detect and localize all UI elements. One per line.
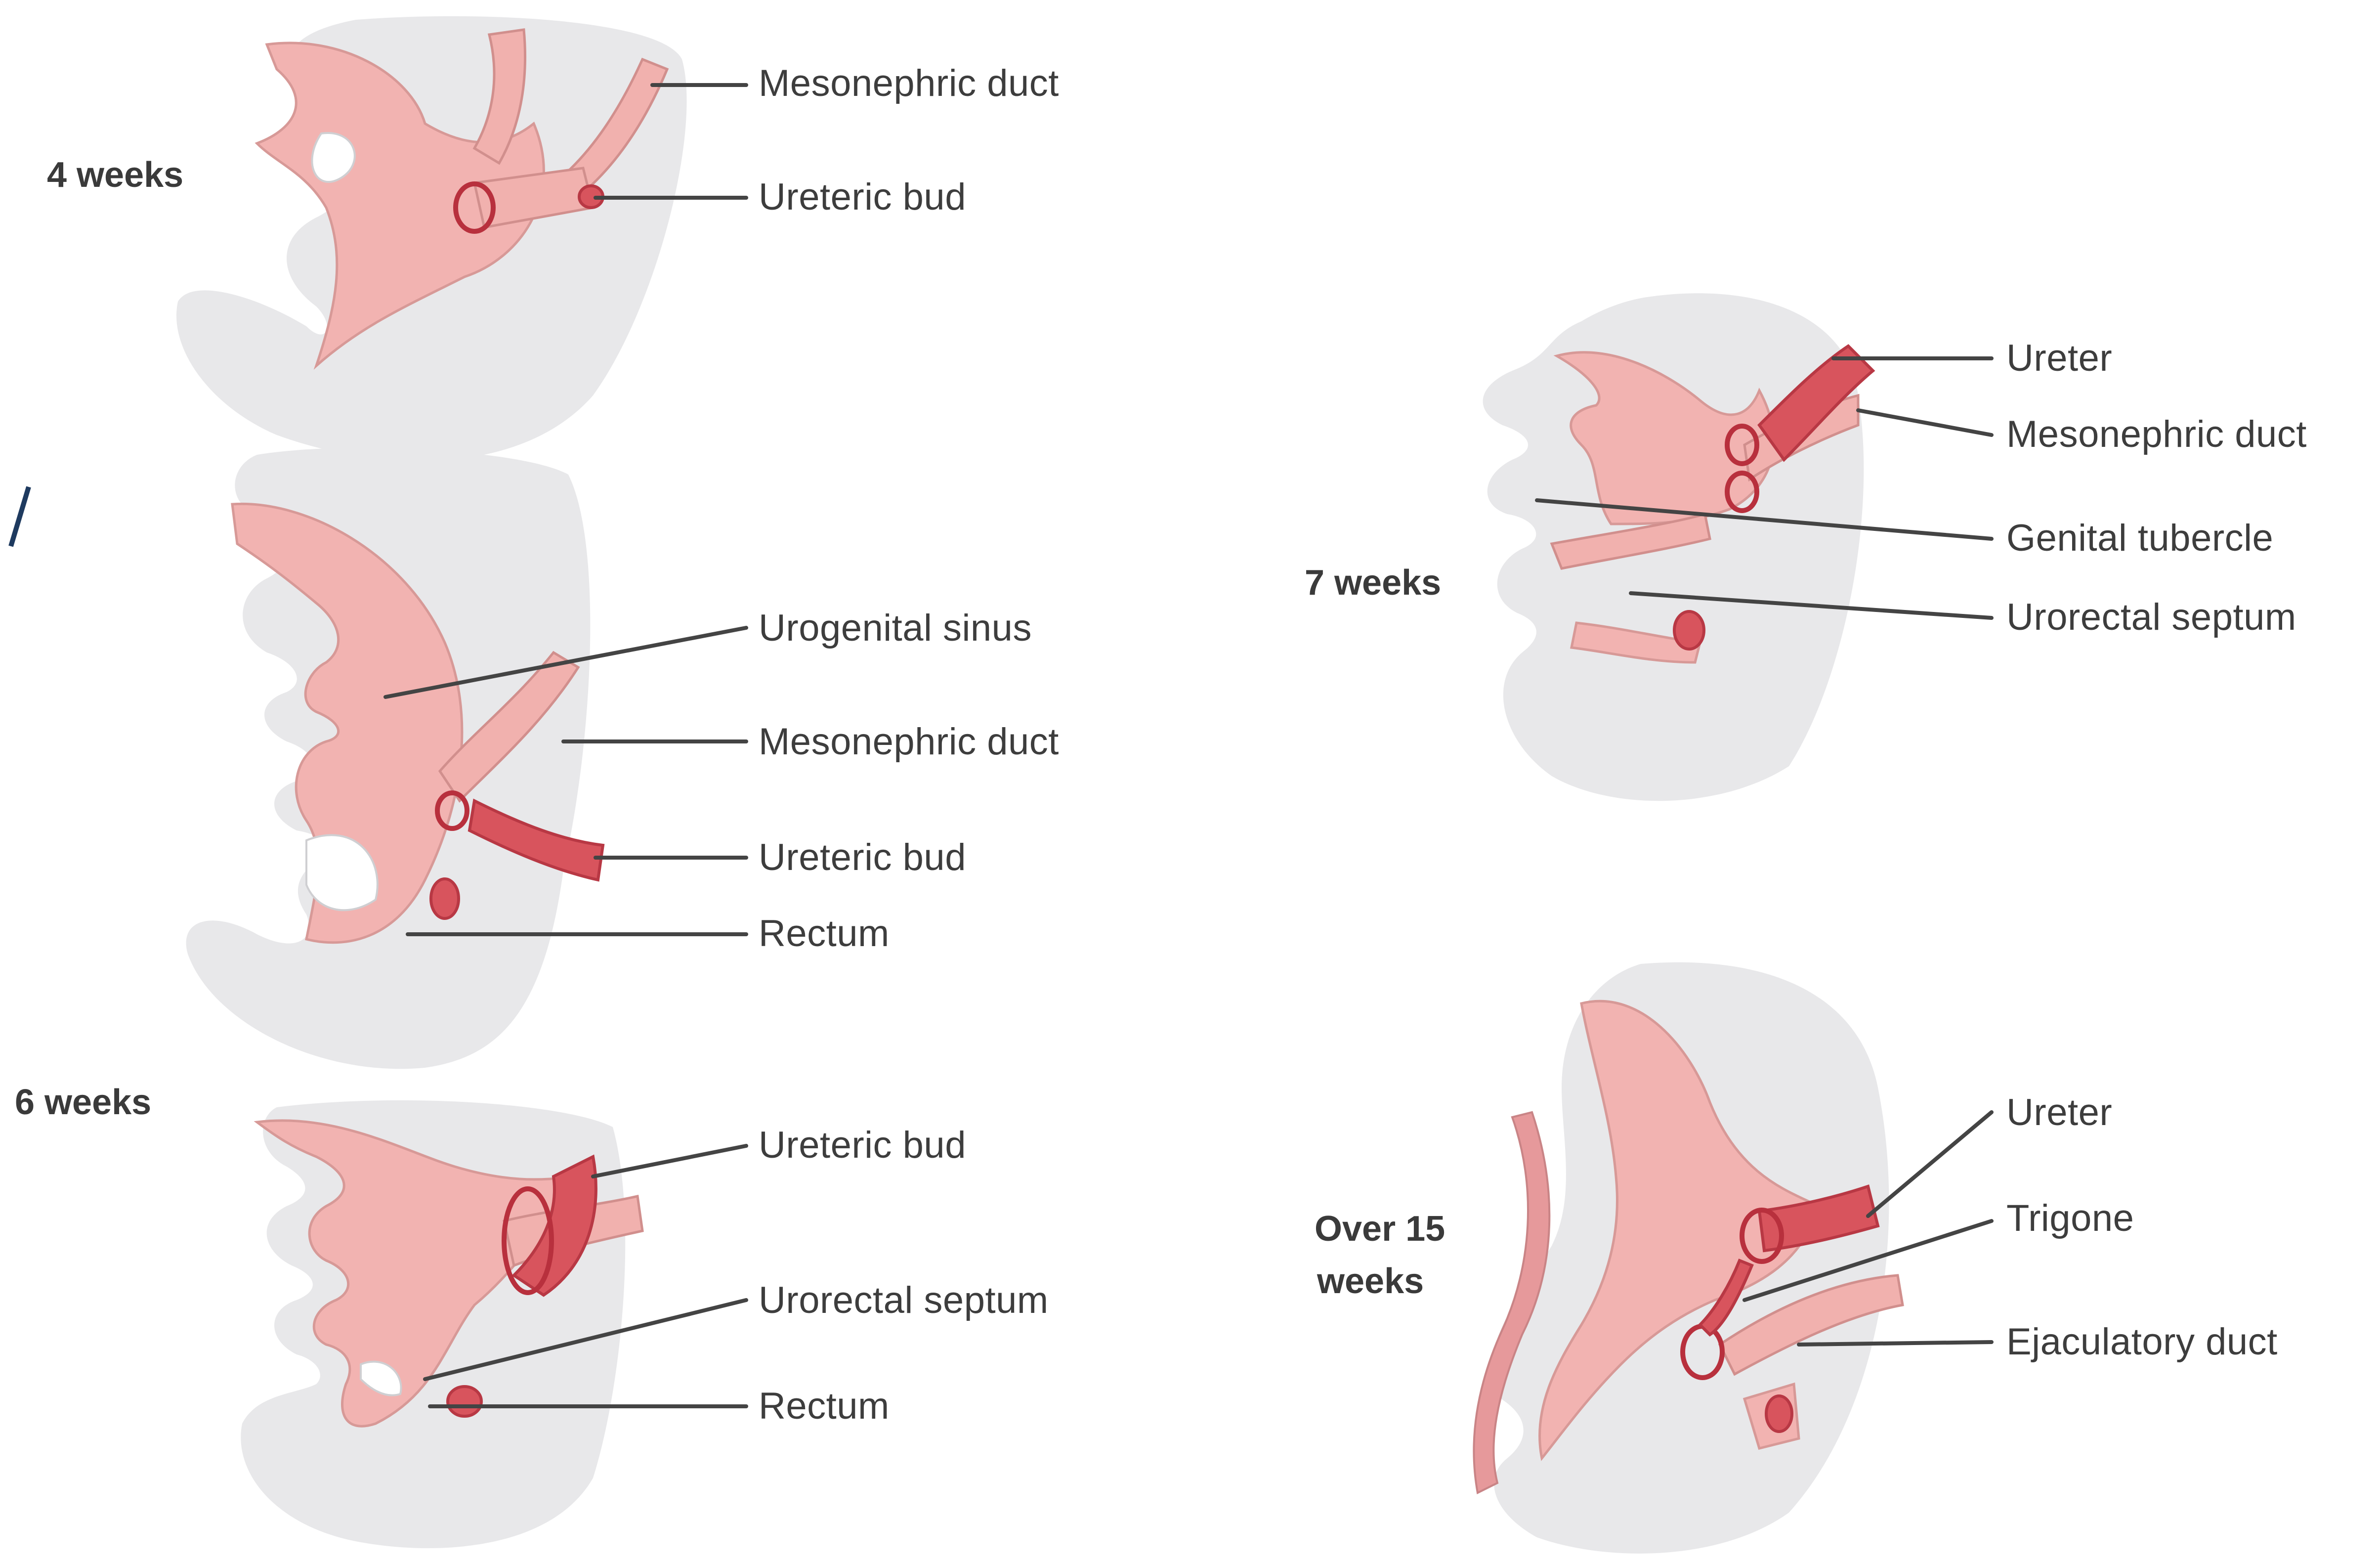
leader-ejaculatory-duct xyxy=(1799,1342,1992,1345)
label-urogenital-sinus: Urogenital sinus xyxy=(759,607,1032,649)
stage-label-4-weeks: 4 weeks xyxy=(47,155,183,195)
label-rectum-6w: Rectum xyxy=(759,913,890,955)
leader-mesonephric-duct-7w xyxy=(1858,410,1992,435)
stage-label-over-15-weeks-line2: weeks xyxy=(1317,1261,1424,1301)
stage-label-6-weeks: 6 weeks xyxy=(15,1083,151,1122)
accent-slash-mark xyxy=(11,487,29,546)
panel-7-weeks xyxy=(1483,293,1873,801)
label-mesonephric-duct-7w: Mesonephric duct xyxy=(2006,413,2307,455)
label-mesonephric-duct-4w: Mesonephric duct xyxy=(759,62,1059,104)
label-ureter-7w: Ureter xyxy=(2006,337,2112,379)
label-trigone: Trigone xyxy=(2006,1197,2134,1239)
label-urorectal-septum-7w: Urorectal septum xyxy=(2006,596,2296,638)
label-ejaculatory-duct: Ejaculatory duct xyxy=(2006,1321,2278,1363)
stage-label-over-15-weeks-line1: Over 15 xyxy=(1315,1209,1445,1249)
label-ureteric-bud-4w: Ureteric bud xyxy=(759,176,966,218)
stage-label-7-weeks: 7 weeks xyxy=(1305,563,1441,603)
panel-4-weeks xyxy=(176,16,687,461)
label-ureteric-bud-6w: Ureteric bud xyxy=(759,836,966,878)
panel-6-weeks-lower xyxy=(241,1100,642,1548)
panel-6-weeks-upper xyxy=(186,448,603,1069)
label-ureteric-bud-6w-lower: Ureteric bud xyxy=(759,1124,966,1166)
label-genital-tubercle: Genital tubercle xyxy=(2006,517,2273,559)
panel-over-15-weeks xyxy=(1474,962,1903,1554)
label-urorectal-septum-6w: Urorectal septum xyxy=(759,1279,1049,1321)
label-rectum-6w-lower: Rectum xyxy=(759,1385,890,1427)
label-ureter-15w: Ureter xyxy=(2006,1091,2112,1133)
label-mesonephric-duct-6w: Mesonephric duct xyxy=(759,721,1059,763)
